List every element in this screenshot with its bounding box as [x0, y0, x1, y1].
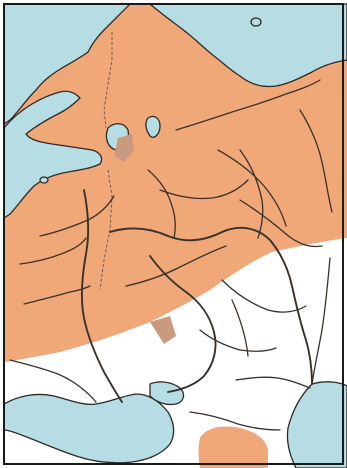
river-oka: [125, 245, 227, 287]
river-terek: [235, 376, 311, 389]
small-island: [250, 17, 262, 27]
enclave-region-south: [150, 316, 176, 344]
map-border: [3, 3, 344, 465]
river-dniester: [9, 359, 97, 403]
river-kuban: [189, 411, 281, 431]
shaded-region-south: [198, 426, 269, 468]
river-volga: [109, 226, 313, 385]
river-mezen: [217, 149, 287, 227]
lake-onega: [145, 115, 161, 138]
river-western-dvina: [39, 195, 115, 237]
river-ural: [311, 257, 331, 385]
river-sura: [221, 279, 307, 313]
river-sukhona: [159, 179, 249, 200]
seas: [3, 3, 347, 468]
river-vyatka: [239, 149, 264, 239]
river-don: [149, 255, 217, 393]
borders: [99, 32, 113, 291]
white-sea: [3, 3, 131, 125]
sea-of-azov: [149, 381, 185, 406]
black-sea: [3, 393, 175, 464]
river-pechora: [299, 109, 333, 213]
baltic-sea: [3, 90, 103, 219]
river-dnieper: [80, 189, 123, 403]
caspian-sea: [286, 381, 347, 468]
river-seversky-donets: [199, 329, 277, 352]
rivers: [9, 79, 333, 431]
river-north-dvina: [175, 79, 321, 131]
river-pripyat: [23, 285, 91, 305]
shaded-region: [4, 4, 347, 362]
barents-sea: [149, 3, 347, 88]
river-kama: [239, 199, 323, 248]
small-lake: [39, 176, 49, 184]
enclave-region: [114, 134, 134, 162]
river-onega: [147, 169, 176, 239]
river-neman: [19, 237, 87, 265]
river-khoper: [231, 299, 249, 357]
